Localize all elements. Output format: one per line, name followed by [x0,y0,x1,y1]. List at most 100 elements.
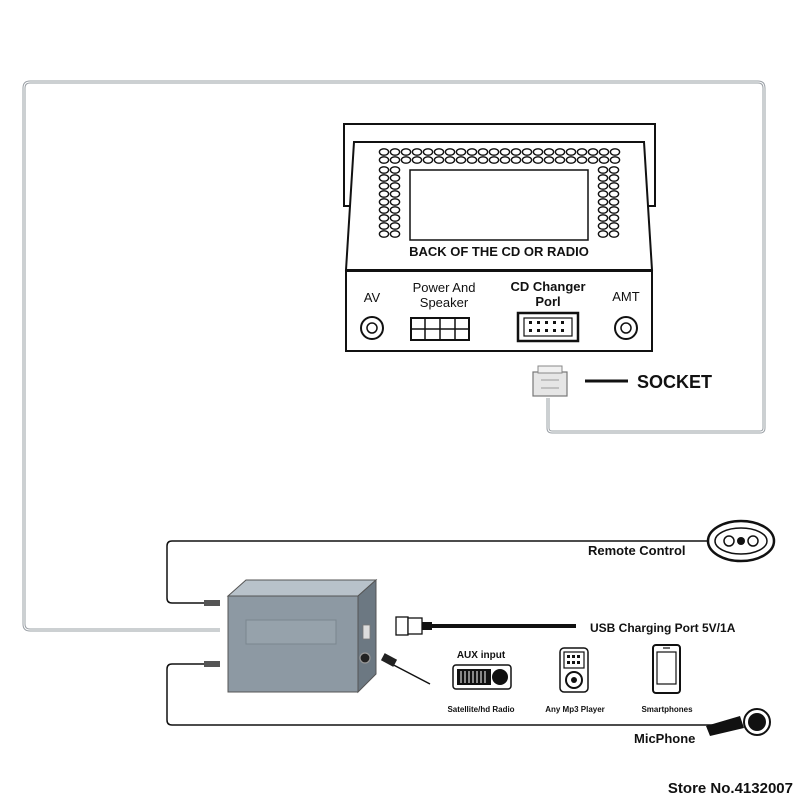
speaker-hole [455,156,467,164]
mic-cable [166,663,728,726]
speaker-hole [608,214,620,222]
interface-module [226,578,378,694]
speaker-hole [488,156,500,164]
speaker-hole [597,198,609,206]
speaker-hole [378,230,390,238]
speaker-hole [608,190,620,198]
speaker-hole [521,156,533,164]
speaker-hole [378,190,390,198]
speaker-hole [488,148,500,156]
speaker-hole [378,166,390,174]
speaker-hole [378,214,390,222]
speaker-hole [597,230,609,238]
speaker-hole [400,156,412,164]
satellite-radio-icon [452,664,512,690]
speaker-hole [608,166,620,174]
speaker-hole [521,148,533,156]
speaker-hole [597,166,609,174]
module-plug-icon [204,600,220,667]
speaker-hole [389,156,401,164]
speaker-hole [455,148,467,156]
speaker-hole [389,198,401,206]
radio-unit: BACK OF THE CD OR RADIO AV Power And Spe… [343,123,656,352]
speaker-hole [510,148,522,156]
usb-plug-icon [395,616,432,636]
speaker-hole [389,182,401,190]
speaker-hole [499,148,511,156]
speaker-hole [378,206,390,214]
amt-jack-icon [614,316,638,340]
speaker-hole [444,156,456,164]
speaker-hole [378,174,390,182]
aux-plug-icon [380,653,431,685]
smartphone-icon [652,644,681,694]
speaker-hole [608,198,620,206]
speaker-hole [433,148,445,156]
speaker-grille [378,148,621,238]
remote-cable [166,540,712,604]
speaker-hole [400,148,412,156]
av-jack-icon [360,316,384,340]
socket-label: SOCKET [637,372,712,392]
speaker-hole [389,174,401,182]
speaker-hole [597,174,609,182]
amt-port-label: AMT [612,289,640,304]
usb-label: USB Charging Port 5V/1A [590,621,736,635]
micphone-label: MicPhone [634,731,695,746]
speaker-hole [378,198,390,206]
speaker-hole [587,148,599,156]
av-port-label: AV [364,290,381,305]
speaker-hole [608,174,620,182]
aux-input-label: AUX input [457,650,506,661]
speaker-hole [597,190,609,198]
socket-plug-icon [532,365,568,397]
satellite-radio-label: Satellite/hd Radio [447,705,514,714]
speaker-hole [543,148,555,156]
speaker-hole [532,148,544,156]
power-port-label-2: Speaker [420,295,469,310]
speaker-hole [597,206,609,214]
power-port-label-1: Power And [413,280,476,295]
speaker-hole [597,222,609,230]
speaker-hole [389,206,401,214]
speaker-hole [466,156,478,164]
speaker-hole [608,222,620,230]
speaker-hole [378,182,390,190]
speaker-hole [576,148,588,156]
speaker-hole [510,156,522,164]
speaker-hole [389,214,401,222]
speaker-hole [422,148,434,156]
remote-control-label: Remote Control [588,543,686,558]
radio-title: BACK OF THE CD OR RADIO [409,244,589,259]
speaker-hole [608,230,620,238]
microphone-icon [706,708,771,736]
speaker-hole [608,182,620,190]
speaker-hole [499,156,511,164]
speaker-hole [609,148,621,156]
speaker-hole [565,156,577,164]
speaker-hole [477,156,489,164]
speaker-hole [411,148,423,156]
speaker-hole [608,206,620,214]
cd-port-label-2: Porl [535,294,560,309]
speaker-hole [565,148,577,156]
speaker-hole [378,148,390,156]
speaker-hole [554,148,566,156]
speaker-hole [587,156,599,164]
speaker-hole [389,190,401,198]
mp3-player-icon [559,647,589,693]
mp3-player-label: Any Mp3 Player [545,705,605,714]
cd-port-label-1: CD Changer [510,279,585,294]
speaker-hole [422,156,434,164]
speaker-hole [378,222,390,230]
speaker-hole [411,156,423,164]
speaker-hole [597,182,609,190]
speaker-hole [609,156,621,164]
speaker-hole [389,148,401,156]
speaker-hole [576,156,588,164]
speaker-hole [378,156,390,164]
speaker-hole [444,148,456,156]
cd-changer-connector-icon [516,311,580,343]
